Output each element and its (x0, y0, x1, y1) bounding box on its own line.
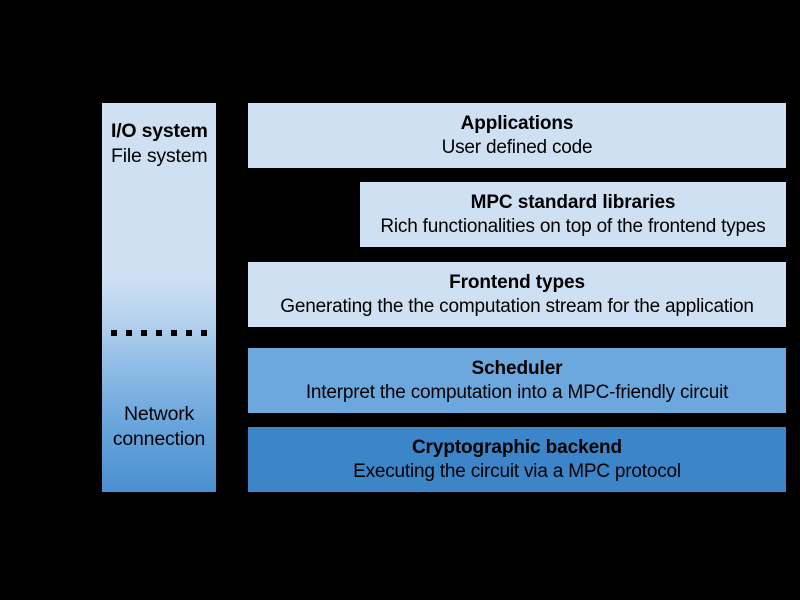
layer-mpc-standard-libraries-title: MPC standard libraries (470, 192, 676, 214)
file-system-label: File system (111, 144, 208, 167)
divider-dot (141, 330, 147, 336)
network-connection-label-line2: connection (112, 428, 206, 451)
divider-dot (171, 330, 177, 336)
layer-mpc-standard-libraries-subtitle: Rich functionalities on top of the front… (380, 215, 766, 237)
layer-frontend-types-subtitle: Generating the the computation stream fo… (280, 295, 754, 317)
layer-frontend-types: Frontend types Generating the the comput… (248, 262, 786, 327)
layer-applications: Applications User defined code (248, 103, 786, 168)
layer-cryptographic-backend-subtitle: Executing the circuit via a MPC protocol (353, 460, 681, 482)
network-connection-label-group: Network connection (102, 402, 216, 453)
layer-applications-subtitle: User defined code (441, 136, 593, 158)
io-system-label: I/O system (111, 120, 208, 142)
io-system-label-group: I/O system File system (102, 119, 216, 169)
layer-scheduler: Scheduler Interpret the computation into… (248, 348, 786, 413)
io-network-column: I/O system File system Network connectio… (102, 103, 216, 492)
divider-dot (156, 330, 162, 336)
divider-dot (111, 330, 117, 336)
layer-cryptographic-backend-title: Cryptographic backend (411, 437, 623, 459)
divider-dot (126, 330, 132, 336)
dotted-divider (102, 329, 216, 337)
layer-applications-title: Applications (460, 113, 574, 135)
layer-frontend-types-title: Frontend types (449, 272, 585, 294)
layer-scheduler-title: Scheduler (471, 358, 563, 380)
divider-dot (186, 330, 192, 336)
network-connection-label-line1: Network (123, 403, 195, 425)
layer-cryptographic-backend: Cryptographic backend Executing the circ… (248, 427, 786, 492)
layer-scheduler-subtitle: Interpret the computation into a MPC-fri… (305, 381, 729, 403)
divider-dot (201, 330, 207, 336)
layer-mpc-standard-libraries: MPC standard libraries Rich functionalit… (360, 182, 786, 247)
